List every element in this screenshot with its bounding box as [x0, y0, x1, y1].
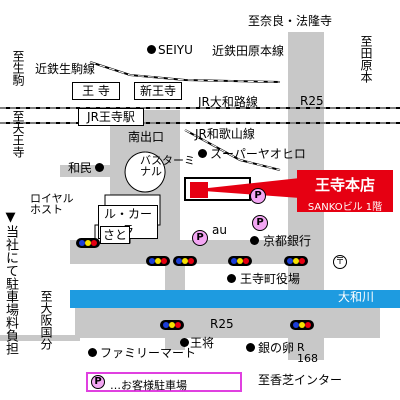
shop-name: 王寺本店 — [314, 176, 375, 194]
oji-station-label: 王 寺 — [72, 82, 120, 100]
shop-pointer — [190, 178, 300, 198]
osho-label: 王将 — [190, 336, 215, 350]
post-office-icon: 〒 — [333, 255, 347, 269]
traffic-signal-icon — [76, 238, 100, 248]
seiyu-label: SEIYU — [158, 43, 193, 57]
oji-town-office-label: 王寺町役場 — [240, 272, 301, 286]
road-west-link — [60, 165, 130, 177]
traffic-signal-icon — [284, 256, 308, 266]
traffic-signal-icon — [228, 256, 252, 266]
jr-yamatoji-line-label: JR大和路線 — [198, 95, 258, 109]
bus-terminal-label: バスターミナル — [140, 154, 195, 178]
road-west — [0, 335, 80, 341]
yamato-river — [70, 290, 400, 308]
super-yaoko-marker — [198, 149, 207, 158]
super-yaoko-label: スーパーヤオヒロ — [210, 147, 306, 161]
legend-text: …お客様駐車場 — [110, 379, 187, 392]
kintetsu-tawaramoto-line-label: 近鉄田原本線 — [212, 44, 285, 58]
kintetsu-ikoma-line-label: 近鉄生駒線 — [35, 62, 96, 76]
parking-icon: P — [192, 230, 208, 246]
shin-oji-station-label: 新王寺 — [134, 82, 182, 100]
sato-label: さと — [100, 226, 130, 244]
traffic-signal-icon — [173, 256, 197, 266]
legend-parking-icon: P — [91, 375, 105, 389]
r25-top-label: R25 — [300, 94, 324, 108]
traffic-signal-icon — [290, 320, 314, 330]
to-osaka-label: 至大阪国分 — [39, 290, 53, 350]
jr-wakayama-line-label: JR和歌山線 — [195, 127, 255, 141]
seiyu-marker — [147, 45, 156, 54]
to-nara-label: 至奈良・法隆寺 — [248, 14, 333, 28]
shop-label: 王寺本店 SANKOビル 1階 — [297, 170, 393, 213]
road-r168-south — [288, 330, 324, 360]
traffic-signal-icon — [160, 320, 184, 330]
legend: P …お客様駐車場 — [86, 372, 242, 392]
kyoto-bank-label: 京都銀行 — [263, 234, 312, 248]
to-tawaramoto-label: 至田原本 — [359, 35, 373, 83]
osho-marker — [180, 338, 189, 347]
south-exit-label: 南出口 — [128, 130, 165, 144]
parking-note: ▼当社にて駐車場料負担 — [3, 210, 18, 355]
parking-icon: P — [252, 215, 268, 231]
parking-icon: P — [250, 188, 266, 204]
royal-host-label: ロイヤルホスト — [30, 192, 74, 216]
family-mart-label: ファミリーマート — [100, 346, 197, 360]
au-label: au — [212, 223, 227, 237]
family-mart-marker — [88, 348, 97, 357]
jr-oji-station-label: JR王寺駅 — [78, 108, 144, 126]
town-office-marker — [227, 274, 236, 283]
to-tennoji-label: 至天王寺 — [11, 110, 25, 158]
wamin-label: 和民 — [68, 161, 93, 175]
gin-no-ran-marker — [246, 343, 255, 352]
traffic-signal-icon — [146, 256, 170, 266]
yamato-river-label: 大和川 — [338, 290, 375, 304]
wamin-marker — [95, 163, 104, 172]
to-ikoma-label: 至生駒 — [11, 50, 25, 86]
r168-label: R 168 — [297, 341, 318, 365]
kyoto-bank-marker — [250, 236, 259, 245]
road-r25-horizontal — [75, 308, 380, 338]
shop-building: SANKOビル 1階 — [307, 202, 383, 213]
to-kashiba-label: 至香芝インター — [258, 373, 343, 387]
gin-no-ran-label: 銀の卵 — [258, 341, 295, 355]
r25-bottom-label: R25 — [210, 317, 234, 331]
